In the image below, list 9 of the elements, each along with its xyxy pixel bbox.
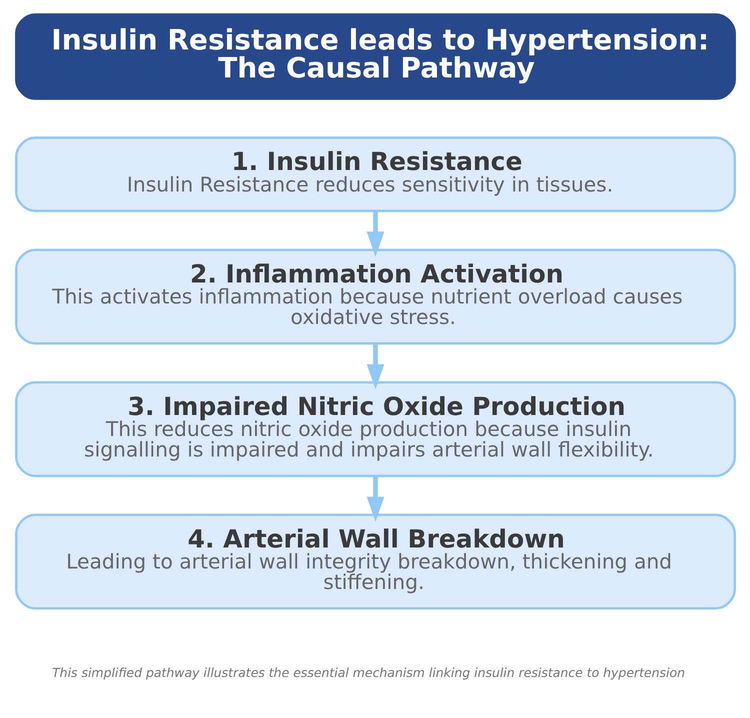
arrow bbox=[366, 343, 384, 390]
diagram-title: Insulin Resistance leads to Hypertension: The Causal Pathway bbox=[50, 23, 709, 85]
label: This simplified pathway illustrates the essential mechanism linking insulin resistance to hypertension bbox=[52, 664, 685, 680]
arrow bbox=[366, 476, 384, 522]
arrow bbox=[366, 211, 384, 257]
node-box: 1. Insulin Resistance Insulin Resistance reduces sensitivity in tissues. bbox=[14, 136, 736, 212]
node-box: 2. Inflammation Activation This activates inflammation because nutrient overload causes oxidative stress. bbox=[14, 248, 736, 345]
node-box: 4. Arterial Wall Breakdown Leading to arterial wall integrity breakdown, thickening and stiffening. bbox=[14, 514, 736, 610]
node-box: 3. Impaired Nitric Oxide Production This reduces nitric oxide production because insulin signalling is impaired and impairs arterial wall flexibility. bbox=[14, 381, 736, 478]
